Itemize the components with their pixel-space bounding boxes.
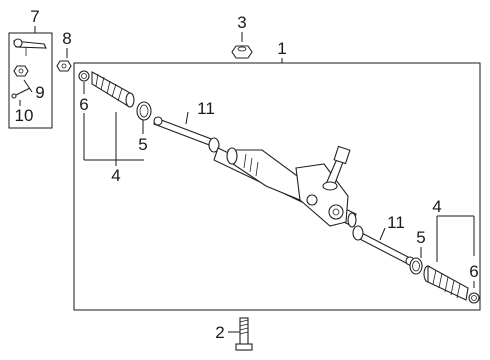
- nut-part-8: [56, 60, 72, 72]
- cotter-pin-part-10: [11, 87, 31, 99]
- boot-left-part-4: [91, 71, 135, 108]
- callout-3: 3: [237, 13, 246, 32]
- bolt-part-2: [235, 317, 253, 351]
- nut-part-3: [231, 45, 253, 59]
- leader-9: [23, 79, 33, 93]
- leader-11-left: [185, 111, 189, 125]
- callout-2: 2: [215, 323, 224, 342]
- callout-6-right: 6: [469, 262, 478, 281]
- clamp-ring-right-part-5: [409, 257, 423, 275]
- leader-11-right: [379, 227, 386, 241]
- clamp-ring-left-part-5: [136, 101, 152, 121]
- callout-10: 10: [15, 106, 34, 125]
- callout-4-left: 4: [111, 166, 120, 185]
- callout-1: 1: [277, 39, 286, 58]
- callout-11-right: 11: [387, 213, 405, 232]
- steering-rack-part-1: [213, 145, 357, 228]
- clamp-right-part-6: [468, 292, 480, 304]
- callout-7: 7: [30, 7, 39, 26]
- callout-6-left: 6: [79, 95, 88, 114]
- callout-8: 8: [62, 29, 71, 48]
- boot-right-part-4: [423, 265, 469, 301]
- tie-rod-end-frame: [8, 32, 53, 129]
- callout-9: 9: [35, 83, 44, 102]
- nut-part-9: [13, 65, 29, 77]
- tie-rod-end-part: [13, 38, 47, 56]
- callout-5-left: 5: [138, 135, 147, 154]
- assembly-frame: [73, 62, 481, 311]
- callout-4-right: 4: [432, 197, 441, 216]
- callout-11-left: 11: [197, 99, 215, 118]
- callout-5-right: 5: [416, 228, 425, 247]
- inner-tie-rod-right-part-11: [352, 225, 415, 266]
- clamp-left-part-6: [78, 70, 90, 82]
- inner-tie-rod-left-part-11: [153, 116, 220, 153]
